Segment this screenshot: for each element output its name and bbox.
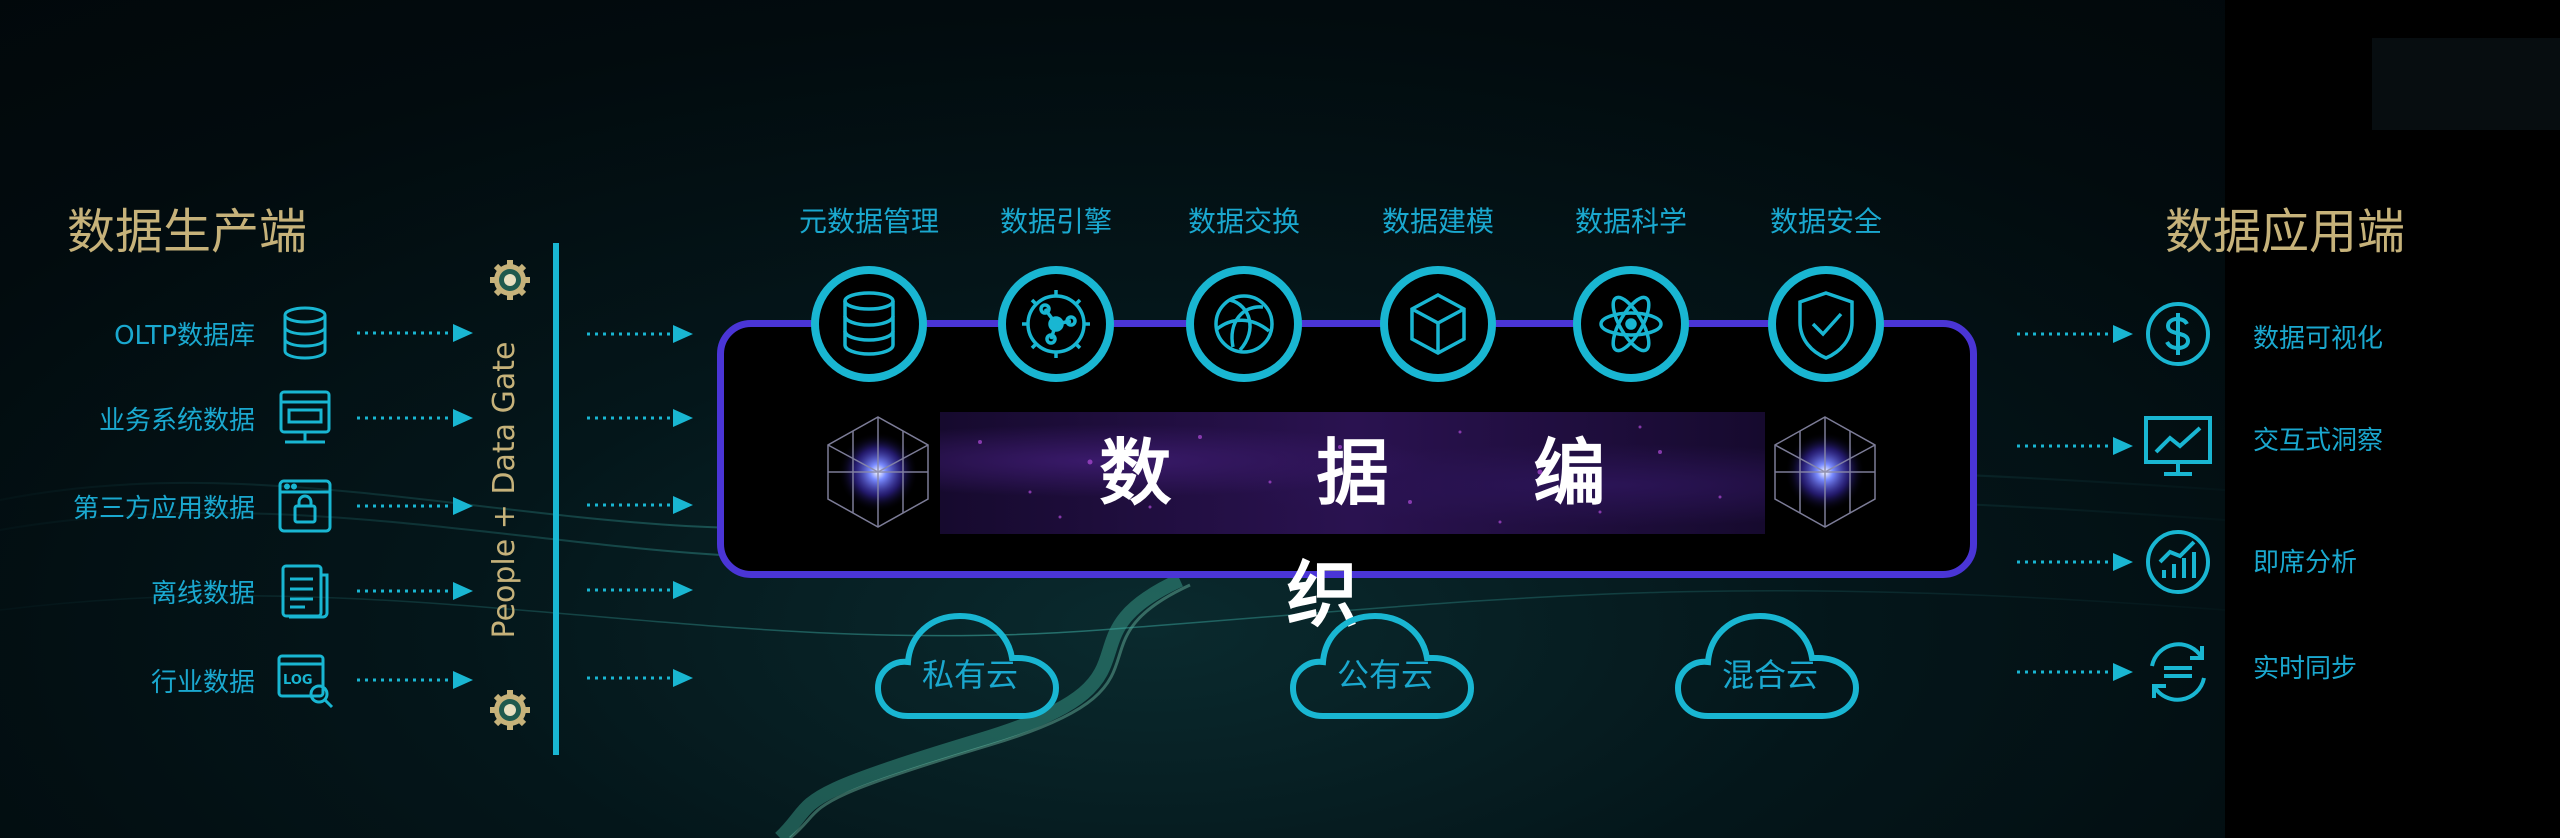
app-window-icon [278,479,332,533]
dotted-arrow [587,581,693,599]
dotted-arrow [587,325,693,343]
dotted-arrow [357,671,473,689]
gear-icon [490,260,530,300]
dotted-arrow [587,409,693,427]
dotted-arrow [587,496,693,514]
left-cube-icon [827,416,929,528]
dotted-arrow [587,669,693,687]
exchange-icon [1186,266,1302,382]
consumer-item: 实时同步 [2015,636,2435,708]
sync-icon [2150,642,2206,702]
consumer-item: 即席分析 [2015,526,2435,598]
consumers-title: 数据应用端 [2165,204,2406,260]
atom-icon [1573,266,1689,382]
producer-item: 离线数据 [0,561,520,621]
consumer-item: 交互式洞察 [2015,410,2435,482]
svg-text:LOG: LOG [283,673,313,688]
capability-label: 元数据管理 [798,205,939,238]
engine-icon [998,266,1114,382]
data-fabric-title: 数 据 编 织 [1099,431,1666,637]
shield-icon [1768,266,1884,382]
cube-icon [1380,266,1496,382]
producer-item: 业务系统数据 [0,388,520,448]
dotted-arrow [357,324,473,342]
producers-title: 数据生产端 [67,204,308,260]
hybrid-cloud-icon [1674,612,1860,719]
dotted-arrow [357,582,473,600]
capability-label: 数据建模 [1381,205,1494,238]
gear-icon [490,690,530,730]
producer-label: OLTP数据库 [114,321,255,351]
chart-board-icon [2144,416,2212,476]
consumer-label: 交互式洞察 [2253,426,2384,456]
gate-line [553,243,559,755]
document-icon [281,564,329,619]
producer-label: 第三方应用数据 [72,494,255,524]
right-dark-band [2225,0,2560,838]
corner-box [2372,38,2560,130]
data-fabric-banner [940,412,1765,534]
consumer-item: 数据可视化 [2015,298,2435,370]
database-icon [811,266,927,382]
private-cloud-icon [874,612,1060,719]
analytics-icon [2146,530,2210,594]
producer-label: 离线数据 [150,579,255,609]
public-cloud-icon [1289,612,1475,719]
capability-label: 数据引擎 [999,205,1112,238]
dotted-arrow [2017,325,2133,343]
capability-label: 数据科学 [1574,205,1687,238]
log-search-icon: LOG [277,654,334,709]
consumer-label: 实时同步 [2253,654,2358,684]
dotted-arrow [2017,663,2133,681]
dollar-icon [2146,302,2210,366]
server-icon [279,390,331,444]
producer-label: 行业数据 [150,668,255,698]
capability-label: 数据交换 [1187,205,1300,238]
dotted-arrow [357,497,473,515]
gate-label: People + Data Gate [487,341,522,639]
cloud-label: 混合云 [1721,656,1818,694]
cloud-label: 公有云 [1336,656,1433,694]
right-cube-icon [1774,416,1876,528]
cloud-label: 私有云 [921,656,1018,694]
database-icon [283,306,327,360]
capability-label: 数据安全 [1769,205,1882,238]
dotted-arrow [357,409,473,427]
consumer-label: 数据可视化 [2253,324,2384,354]
dotted-arrow [2017,553,2133,571]
producer-label: 业务系统数据 [98,406,255,436]
producer-item: OLTP数据库 [0,303,520,363]
dotted-arrow [2017,437,2133,455]
consumer-label: 即席分析 [2253,548,2358,578]
producer-item: 第三方应用数据 [0,476,520,536]
producer-item: 行业数据 LOG [0,650,520,710]
